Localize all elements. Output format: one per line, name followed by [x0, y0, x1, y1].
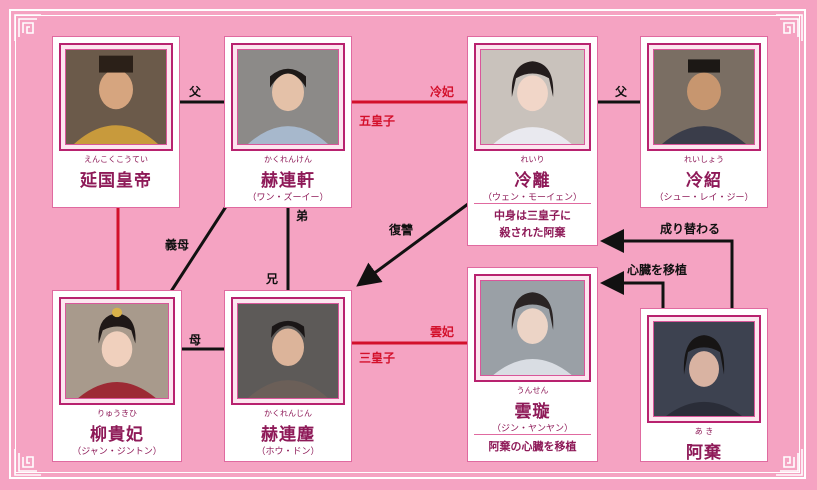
reading: れいしょう [684, 155, 724, 164]
card-helianchen[interactable]: かくれんじん 赫連塵 （ホウ・ドン） [224, 290, 352, 462]
reading: かくれんじん [264, 409, 312, 418]
man-portrait-icon [238, 304, 338, 398]
corner-ornament-icon [776, 14, 803, 41]
reading: れいり [520, 155, 545, 164]
note-line: 中身は三皇子に [494, 209, 571, 222]
character-name: 赫連軒 [261, 171, 315, 191]
actor-name: （ホウ・ドン） [256, 447, 320, 457]
actor-name: （ウェン・モーイェン） [482, 193, 582, 203]
actor-name: （ジャン・ジントン） [72, 447, 162, 457]
label-revenge: 復讐 [389, 223, 414, 237]
photo-frame [647, 43, 761, 151]
character-name: 雲璇 [514, 402, 551, 422]
label-mother: 母 [189, 333, 202, 347]
character-name: 阿棄 [686, 443, 722, 463]
note-yunxuan: 阿棄の心臓を移植 [468, 438, 597, 455]
label-third-prince: 三皇子 [359, 351, 396, 365]
corner-ornament-icon [776, 449, 803, 476]
woman-portrait-icon [481, 50, 584, 144]
line-helianxuan-liuguifei [168, 204, 229, 294]
actor-name: （シュー・レイ・ジー） [654, 193, 754, 203]
note-line: 阿棄の心臓を移植 [488, 440, 577, 453]
note-line: 殺された阿棄 [499, 226, 566, 239]
reading: りゅうきひ [97, 409, 137, 418]
character-name: 冷紹 [686, 171, 722, 191]
corner-ornament-icon [14, 14, 41, 41]
reading: かくれんけん [264, 155, 312, 164]
arrow-heart-transplant [600, 271, 665, 308]
character-name: 延国皇帝 [80, 171, 152, 191]
reading: うんせん [516, 386, 549, 395]
character-name: 柳貴妃 [90, 425, 144, 445]
arrow-replace [600, 229, 734, 308]
label-stepmother: 義母 [165, 238, 190, 252]
reading: えんこくこうてい [84, 155, 148, 164]
card-aqi[interactable]: あ き 阿棄 [640, 308, 768, 463]
man-portrait-icon [654, 50, 754, 144]
card-helianxuan[interactable]: かくれんけん 赫連軒 （ワン・ズーイー） [224, 36, 352, 208]
character-name: 赫連塵 [261, 425, 315, 445]
label-father-lengshao: 父 [615, 85, 628, 99]
label-unki: 雲妃 [430, 325, 455, 339]
photo-frame [474, 274, 591, 382]
photo-frame [647, 315, 761, 423]
label-fifth-prince: 五皇子 [359, 114, 396, 128]
label-older-brother: 兄 [266, 272, 279, 286]
woman-portrait-icon [654, 322, 754, 416]
character-name: 冷離 [514, 171, 551, 191]
woman-portrait-icon [481, 281, 584, 375]
arrow-revenge [356, 202, 469, 287]
card-lengli[interactable]: れいり 冷離 （ウェン・モーイェン） 中身は三皇子に 殺された阿棄 [467, 36, 598, 246]
photo-frame [231, 297, 345, 405]
label-younger-brother: 弟 [296, 209, 309, 223]
divider [474, 203, 591, 204]
actor-name: （ジン・ヤンヤン） [491, 424, 573, 434]
card-liuguifei[interactable]: りゅうきひ 柳貴妃 （ジャン・ジントン） [52, 290, 182, 462]
emperor-portrait-icon [66, 50, 166, 144]
photo-frame [59, 297, 175, 405]
inner-frame [15, 15, 800, 473]
label-replace: 成り替わる [660, 222, 721, 236]
reading: あ き [694, 427, 714, 436]
divider [474, 434, 591, 435]
photo-frame [474, 43, 591, 151]
photo-frame [231, 43, 345, 151]
card-yunxuan[interactable]: うんせん 雲璇 （ジン・ヤンヤン） 阿棄の心臓を移植 [467, 267, 598, 462]
label-heart-transplant: 心臓を移植 [627, 263, 688, 277]
man-portrait-icon [238, 50, 338, 144]
outer-frame [9, 9, 806, 479]
card-emperor[interactable]: えんこくこうてい 延国皇帝 [52, 36, 180, 208]
label-reiki: 冷妃 [430, 85, 455, 99]
corner-ornament-icon [14, 449, 41, 476]
actor-name: （ワン・ズーイー） [247, 193, 329, 203]
label-father-emperor: 父 [189, 85, 202, 99]
note-lengli: 中身は三皇子に 殺された阿棄 [468, 207, 597, 241]
photo-frame [59, 43, 173, 151]
woman-portrait-icon [66, 304, 168, 398]
card-lengshao[interactable]: れいしょう 冷紹 （シュー・レイ・ジー） [640, 36, 768, 208]
